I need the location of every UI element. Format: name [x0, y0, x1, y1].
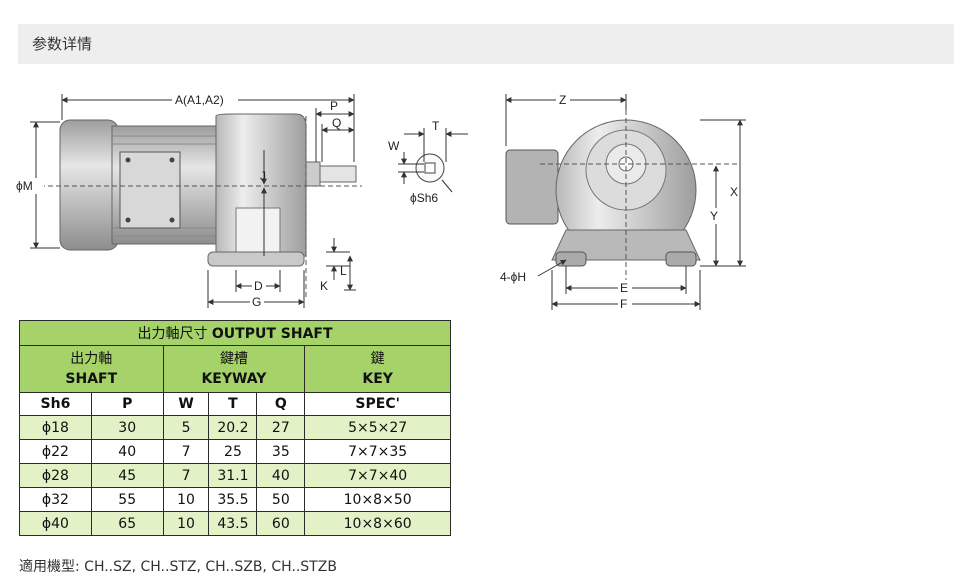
dimension-drawing: A(A1,A2) P Q ϕM J L K D G T W ϕSh6 — [16, 92, 746, 311]
label-j: J — [260, 169, 266, 183]
label-m: ϕM — [16, 179, 33, 193]
label-e: E — [620, 281, 628, 295]
cell: 20.2 — [208, 415, 258, 440]
column-header-row: Sh6 P W T Q SPEC' — [19, 392, 451, 416]
label-y: Y — [710, 209, 718, 223]
group-keyway: 鍵槽 KEYWAY — [162, 345, 306, 393]
cell: 5×5×27 — [304, 415, 451, 440]
col-sh6: Sh6 — [19, 392, 92, 416]
group-keyway-zh: 鍵槽 — [219, 351, 248, 367]
group-shaft: 出力軸 SHAFT — [19, 345, 164, 393]
table-row: ϕ28 45 7 31.1 40 7×7×40 — [19, 463, 451, 488]
cell: ϕ22 — [19, 439, 92, 464]
label-f: F — [620, 297, 627, 311]
table-title-en: OUTPUT SHAFT — [211, 326, 333, 342]
table-row: ϕ40 65 10 43.5 60 10×8×60 — [19, 511, 451, 536]
cell: ϕ40 — [19, 511, 92, 536]
section-title: 参数详情 — [32, 35, 93, 53]
col-q: Q — [256, 392, 306, 416]
cell: 43.5 — [208, 511, 258, 536]
cell: ϕ18 — [19, 415, 92, 440]
label-g: G — [252, 295, 261, 309]
col-p: P — [90, 392, 164, 416]
label-h: 4-ϕH — [500, 270, 526, 284]
cell: 60 — [256, 511, 306, 536]
applicable-models-note: 適用機型: CH..SZ, CH..STZ, CH..SZB, CH..STZB — [19, 559, 337, 575]
label-q: Q — [332, 116, 341, 130]
shaft-detail: T W ϕSh6 — [388, 119, 468, 205]
cell: 27 — [256, 415, 306, 440]
cell: 10 — [162, 487, 210, 512]
group-shaft-en: SHAFT — [65, 371, 118, 387]
table-title-zh: 出力軸尺寸 — [137, 326, 208, 342]
table-row: ϕ32 55 10 35.5 50 10×8×50 — [19, 487, 451, 512]
label-k: K — [320, 279, 328, 293]
cell: 30 — [90, 415, 164, 440]
section-header: 参数详情 — [18, 24, 954, 64]
label-z: Z — [559, 93, 566, 107]
cell: 10×8×50 — [304, 487, 451, 512]
cell: ϕ28 — [19, 463, 92, 488]
col-w: W — [162, 392, 210, 416]
cell: 7 — [162, 439, 210, 464]
table-title: 出力軸尺寸 OUTPUT SHAFT — [19, 320, 451, 346]
cell: 40 — [256, 463, 306, 488]
col-t: T — [208, 392, 258, 416]
front-view: Z X Y 4-ϕH E F — [500, 92, 746, 311]
cell: 31.1 — [208, 463, 258, 488]
cell: 7 — [162, 463, 210, 488]
label-l: L — [340, 264, 347, 278]
label-p: P — [330, 99, 338, 113]
label-t: T — [432, 119, 440, 133]
group-key-en: KEY — [362, 371, 393, 387]
cell: 45 — [90, 463, 164, 488]
group-keyway-en: KEYWAY — [201, 371, 267, 387]
group-key-zh: 鍵 — [370, 351, 385, 367]
label-a: A(A1,A2) — [175, 93, 224, 107]
side-view: A(A1,A2) P Q ϕM J L K D G — [16, 92, 362, 309]
cell: 35 — [256, 439, 306, 464]
cell: 25 — [208, 439, 258, 464]
label-sh6: ϕSh6 — [410, 191, 438, 205]
cell: 7×7×35 — [304, 439, 451, 464]
table-row: ϕ22 40 7 25 35 7×7×35 — [19, 439, 451, 464]
col-spec: SPEC' — [304, 392, 451, 416]
label-x: X — [730, 185, 738, 199]
group-key: 鍵 KEY — [304, 345, 451, 393]
cell: ϕ32 — [19, 487, 92, 512]
cell: 40 — [90, 439, 164, 464]
cell: 65 — [90, 511, 164, 536]
cell: 55 — [90, 487, 164, 512]
cell: 10×8×60 — [304, 511, 451, 536]
label-w: W — [388, 139, 400, 153]
group-shaft-zh: 出力軸 — [70, 351, 113, 367]
cell: 7×7×40 — [304, 463, 451, 488]
cell: 10 — [162, 511, 210, 536]
table-row: ϕ18 30 5 20.2 27 5×5×27 — [19, 415, 451, 440]
cell: 5 — [162, 415, 210, 440]
label-d: D — [254, 279, 263, 293]
cell: 50 — [256, 487, 306, 512]
cell: 35.5 — [208, 487, 258, 512]
output-shaft-table: 出力軸尺寸 OUTPUT SHAFT 出力軸 SHAFT 鍵槽 KEYWAY 鍵… — [19, 320, 451, 536]
